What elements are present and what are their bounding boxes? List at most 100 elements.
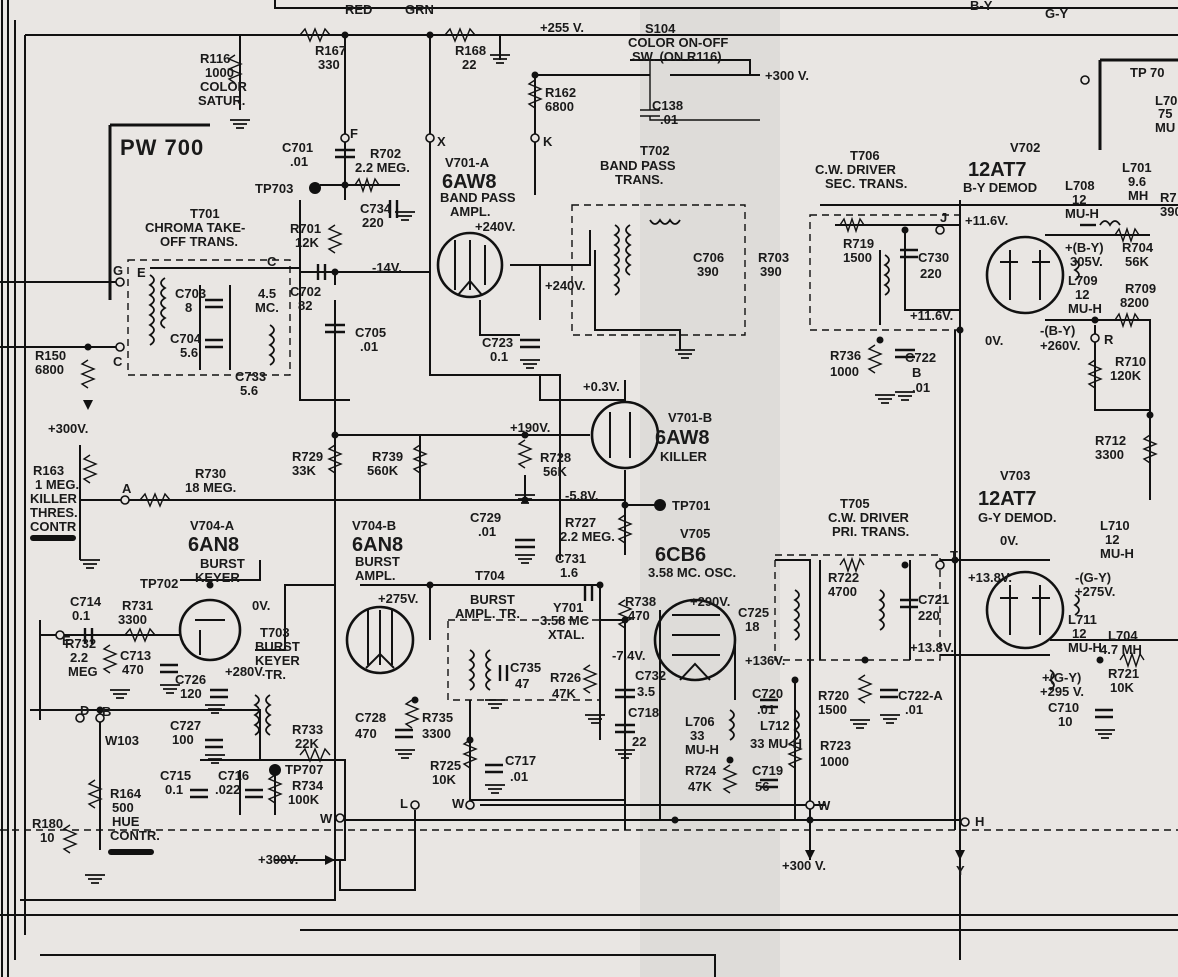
label-c723v: 0.1 [490, 349, 508, 364]
label-c719v: 56 [755, 779, 769, 794]
label-l709m: MU-H [1068, 301, 1102, 316]
label-v704at: 6AN8 [188, 534, 239, 556]
label-r719: R719 [843, 236, 874, 251]
label-ptH: H [975, 814, 984, 829]
label-c721v: 220 [918, 608, 940, 623]
label-c710: C710 [1048, 700, 1079, 715]
label-c138: C138 [652, 98, 683, 113]
label-r732: R732 [65, 636, 96, 651]
label-r736: R736 [830, 348, 861, 363]
label-v703: V703 [1000, 468, 1030, 483]
label-v14: -14V. [372, 260, 402, 275]
label-r725v: 10K [432, 772, 456, 787]
label-l709: L709 [1068, 273, 1098, 288]
label-v701a: V701-A [445, 155, 490, 170]
label-t705a: T705 [840, 496, 870, 511]
label-r719v: 1500 [843, 250, 872, 265]
tp707-marker [269, 764, 281, 776]
label-c714: C714 [70, 594, 102, 609]
label-c706v: 390 [697, 264, 719, 279]
label-r735v: 3300 [422, 726, 451, 741]
label-c732v: 3.5 [637, 684, 655, 699]
label-r723: R723 [820, 738, 851, 753]
label-ptR: R [1104, 332, 1114, 347]
label-c717v: .01 [510, 769, 528, 784]
label-r722: R722 [828, 570, 859, 585]
label-v702d: B-Y DEMOD [963, 180, 1037, 195]
junction-dots [84, 31, 1154, 824]
label-t703c: KEYER [255, 653, 300, 668]
label-r730v: 18 MEG. [185, 480, 236, 495]
label-r734v: 100K [288, 792, 320, 807]
label-c730v: 220 [920, 266, 942, 281]
label-v136: +136V. [745, 653, 785, 668]
label-r162v: 6800 [545, 99, 574, 114]
tube-v701b [590, 400, 660, 470]
label-r710v: 120K [1110, 368, 1142, 383]
label-l710m: MU-H [1100, 546, 1134, 561]
label-r724: R724 [685, 763, 717, 778]
label-l710: L710 [1100, 518, 1130, 533]
label-c727v: 100 [172, 732, 194, 747]
label-v701b: V701-B [668, 410, 712, 425]
label-ptY: Y [956, 863, 965, 878]
label-c725v: 18 [745, 619, 759, 634]
label-r732m: MEG [68, 664, 98, 679]
label-v190: +190V. [510, 420, 550, 435]
label-c725: C725 [738, 605, 769, 620]
label-c710v: 10 [1058, 714, 1072, 729]
label-l711: L711 [1068, 612, 1097, 627]
label-grn: GRN [405, 2, 434, 17]
tube-v705 [653, 598, 737, 682]
label-r168: R168 [455, 43, 486, 58]
label-l704: L704 [1108, 628, 1138, 643]
label-c735v: 47 [515, 676, 529, 691]
label-r731v: 3300 [118, 612, 147, 627]
label-r720v: 1500 [818, 702, 847, 717]
label-t706b: C.W. DRIVER [815, 162, 897, 177]
label-v116: +11.6V. [965, 213, 1008, 228]
label-v255: +255 V. [540, 20, 584, 35]
label-v705t: 6CB6 [655, 544, 706, 566]
label-tp703: TP703 [255, 181, 293, 196]
label-r162: R162 [545, 85, 576, 100]
label-v701ad2: AMPL. [450, 204, 490, 219]
label-c716: C716 [218, 768, 249, 783]
label-r739v: 560K [367, 463, 399, 478]
label-c719: C719 [752, 763, 783, 778]
label-gy-top: G-Y [1045, 6, 1068, 21]
label-ptK: K [543, 134, 553, 149]
label-c729v: .01 [478, 524, 496, 539]
label-r164: R164 [110, 786, 142, 801]
label-r704v: 56K [1125, 254, 1149, 269]
label-l708m: MU-H [1065, 206, 1099, 221]
label-c720v: .01 [757, 702, 775, 717]
label-c728v: 470 [355, 726, 377, 741]
label-tp702: TP702 [140, 576, 178, 591]
label-r164n1: HUE [112, 814, 140, 829]
label-c720: C720 [752, 686, 783, 701]
label-t704b: BURST [470, 592, 515, 607]
label-l701m: MH [1128, 188, 1148, 203]
label-t704c: AMPL. TR. [455, 606, 520, 621]
tube-v704b [345, 605, 415, 675]
label-r730: R730 [195, 466, 226, 481]
label-red: RED [345, 2, 372, 17]
label-c716v: .022 [215, 782, 240, 797]
label-r721v: 10K [1110, 680, 1134, 695]
label-t703d: TR. [265, 667, 286, 682]
label-gy275v: +275V. [1075, 584, 1115, 599]
label-r7av: 390 [1160, 204, 1178, 219]
label-t701a: T701 [190, 206, 220, 221]
label-r164v: 500 [112, 800, 134, 815]
label-c717: C717 [505, 753, 536, 768]
label-v300a: +300 V. [765, 68, 809, 83]
label-t701c: OFF TRANS. [160, 234, 238, 249]
label-v704bd2: AMPL. [355, 568, 395, 583]
label-v03: +0.3V. [583, 379, 620, 394]
label-r163n1: KILLER [30, 491, 78, 506]
label-v702t: 12AT7 [968, 159, 1027, 181]
label-l711v: 12 [1072, 626, 1086, 641]
label-r728v: 56K [543, 464, 567, 479]
label-c733v: 5.6 [240, 383, 258, 398]
